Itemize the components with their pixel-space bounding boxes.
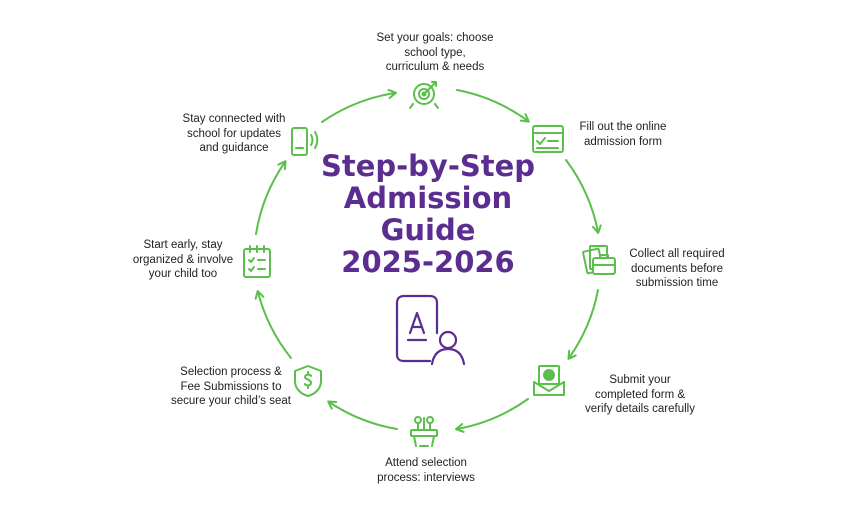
- envelope-icon: [533, 365, 565, 396]
- arrow-submit-to-interview: [455, 398, 529, 433]
- dollar-shield-icon: [294, 365, 322, 397]
- arrow-phone-to-goals: [321, 88, 397, 123]
- online-form-icon: [532, 125, 564, 153]
- arrow-form-to-documents: [565, 159, 602, 234]
- step-submit-form: Submit your completed form & verify deta…: [585, 374, 695, 415]
- step-collect-documents: Collect all required documents before su…: [629, 248, 725, 289]
- target-icon: [409, 81, 439, 109]
- cycle-arrows: [254, 88, 602, 433]
- step-fill-form: Fill out the online admission form: [579, 121, 667, 148]
- step-attend-interview: Attend selection process: interviews: [377, 457, 475, 484]
- admission-profile-icon: [395, 294, 466, 366]
- step-set-goals: Set your goals: choose school type, curr…: [376, 32, 494, 73]
- arrow-checklist-to-phone: [255, 160, 287, 235]
- step-start-early: Start early, stay organized & involve yo…: [132, 239, 234, 280]
- checklist-icon: [243, 245, 271, 278]
- step-stay-connected: Stay connected with school for updates a…: [182, 113, 286, 154]
- phone-signal-icon: [291, 127, 319, 156]
- arrow-goals-to-form: [456, 89, 530, 123]
- step-fee-submission: Selection process & Fee Submissions to s…: [171, 366, 291, 407]
- arrow-interview-to-fee: [327, 400, 398, 430]
- documents-icon: [582, 245, 616, 275]
- arrow-fee-to-checklist: [254, 290, 292, 359]
- interview-icon: [410, 416, 438, 447]
- guide-title: Step-by-Step Admission Guide 2025-2026: [320, 149, 536, 279]
- arrow-documents-to-submit: [567, 289, 599, 360]
